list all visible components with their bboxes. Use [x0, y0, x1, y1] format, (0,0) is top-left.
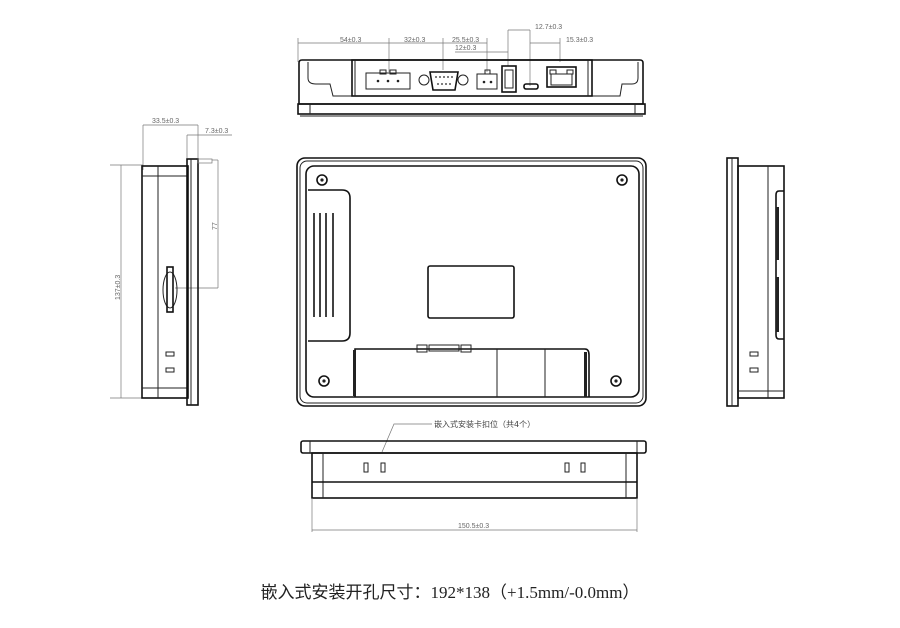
dim-32: 32±0.3	[404, 37, 425, 44]
mounting-clips	[363, 462, 586, 473]
sd-card-slot-icon	[162, 266, 178, 313]
dim-54: 54±0.3	[340, 37, 361, 44]
dim-height: 137±0.3	[115, 275, 122, 300]
dim-sd-offset: 77	[212, 222, 219, 230]
rj45-ethernet-port	[546, 66, 577, 88]
usb-a-port	[501, 65, 517, 93]
db9-serial-connector	[418, 71, 469, 91]
back-view	[296, 157, 647, 407]
dim-bezel: 7.3±0.3	[205, 128, 228, 135]
bottom-view: 嵌入式安装卡扣位（共4个） 150.5±0.3	[300, 419, 647, 532]
two-pin-terminal-connector	[476, 69, 498, 90]
vent-slots	[313, 213, 334, 317]
left-side-view: 33.5±0.3 7.3±0.3 137±0.3 77	[110, 118, 232, 406]
dim-12: 12±0.3	[455, 45, 476, 52]
right-side-view	[726, 157, 785, 407]
clip-annotation: 嵌入式安装卡扣位（共4个）	[434, 419, 535, 429]
label-area	[427, 265, 515, 319]
dim-width: 150.5±0.3	[458, 523, 489, 530]
micro-usb-port	[523, 83, 539, 90]
dim-15-3: 15.3±0.3	[566, 37, 593, 44]
cutout-size-caption: 嵌入式安装开孔尺寸：192*138（+1.5mm/-0.0mm）	[260, 583, 640, 602]
dim-depth: 33.5±0.3	[152, 118, 179, 125]
dim-25-5: 25.5±0.3	[452, 37, 479, 44]
top-view: 54±0.3 32±0.3 25.5±0.3 12±0.3 12.7±0.3 1…	[297, 24, 646, 117]
dim-12-7: 12.7±0.3	[535, 24, 562, 31]
power-terminal-connector	[365, 69, 411, 90]
